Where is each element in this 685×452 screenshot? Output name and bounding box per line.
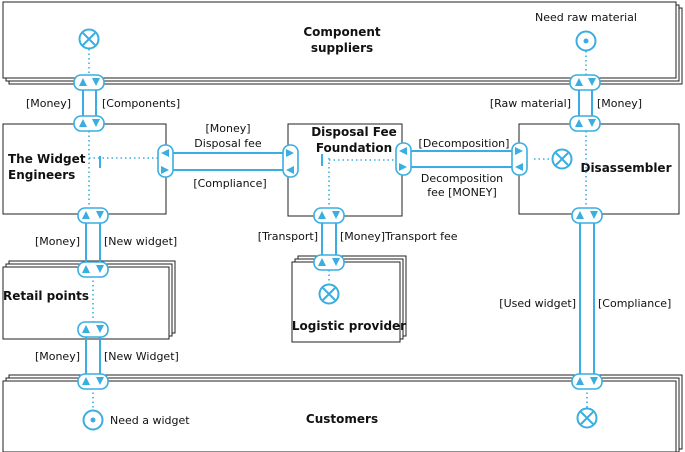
need-a-widget-label: Need a widget xyxy=(110,414,190,427)
circled-x-icon xyxy=(576,407,598,429)
engineer-retail-transaction: [Money] [New widget] xyxy=(35,207,177,278)
circled-x-icon xyxy=(551,148,573,170)
foundation-disassembler-transaction: [Decomposition] Decomposition fee [MONEY… xyxy=(395,137,528,199)
supplier-engineer-transaction: [Money] [Components] xyxy=(26,74,180,132)
customers-title: Customers xyxy=(306,412,378,426)
engineer-foundation-transaction: [Money] Disposal fee [Compliance] xyxy=(157,122,299,190)
supplier-disassembler-transaction: [Raw material] [Money] xyxy=(490,74,642,132)
flow-label: [Money] xyxy=(26,97,71,110)
flow-label: [Transport] xyxy=(258,230,318,243)
flow-label: [Money]Transport fee xyxy=(340,230,458,243)
internal-dotted-links xyxy=(88,49,588,410)
flow-label: [Money] xyxy=(597,97,642,110)
component-suppliers-box: Component suppliers xyxy=(2,1,683,85)
widget-engineers-title-2: Engineers xyxy=(8,168,75,182)
foundation-title-2: Foundation xyxy=(316,141,392,155)
flow-label: [New widget] xyxy=(104,235,177,248)
disposal-fee-foundation-box: Disposal Fee Foundation xyxy=(287,123,403,217)
circled-x-icon xyxy=(318,283,340,305)
double-circle-icon xyxy=(575,30,597,52)
logistic-provider-box: Logistic provider xyxy=(291,255,407,343)
flow-label: [Raw material] xyxy=(490,97,571,110)
flow-label: [Compliance] xyxy=(193,177,266,190)
flow-label: [Compliance] xyxy=(598,297,671,310)
disassembler-title: Disassembler xyxy=(580,161,671,175)
widget-engineers-box: The Widget Engineers xyxy=(2,123,167,215)
flow-label: [Decomposition] xyxy=(419,137,510,150)
flow-label: [Money] xyxy=(35,350,80,363)
foundation-logistic-transaction: [Transport] [Money]Transport fee xyxy=(258,207,458,271)
flow-label: [Money] xyxy=(205,122,250,135)
component-suppliers-title-2: suppliers xyxy=(311,41,373,55)
flow-label: [Components] xyxy=(102,97,180,110)
flow-label: [Used widget] xyxy=(499,297,576,310)
circled-x-icon xyxy=(78,28,100,50)
foundation-title-1: Disposal Fee xyxy=(311,125,397,139)
customers-box: Customers xyxy=(2,374,683,452)
customer-disassembler-transaction: [Used widget] [Compliance] xyxy=(499,207,671,390)
flow-label: Disposal fee xyxy=(194,137,262,150)
need-raw-material-label: Need raw material xyxy=(535,11,637,24)
component-suppliers-title-1: Component xyxy=(303,25,381,39)
retail-customer-transaction: [Money] [New Widget] xyxy=(35,321,179,390)
flow-label: [New Widget] xyxy=(104,350,179,363)
retail-points-title: Retail points xyxy=(3,289,89,303)
disassembler-box: Disassembler xyxy=(518,123,680,215)
flow-label: fee [MONEY] xyxy=(427,186,497,199)
double-circle-icon xyxy=(82,409,104,431)
flow-label: Decomposition xyxy=(421,172,503,185)
widget-engineers-title-1: The Widget xyxy=(8,152,86,166)
logistic-provider-title: Logistic provider xyxy=(292,319,406,333)
flow-label: [Money] xyxy=(35,235,80,248)
